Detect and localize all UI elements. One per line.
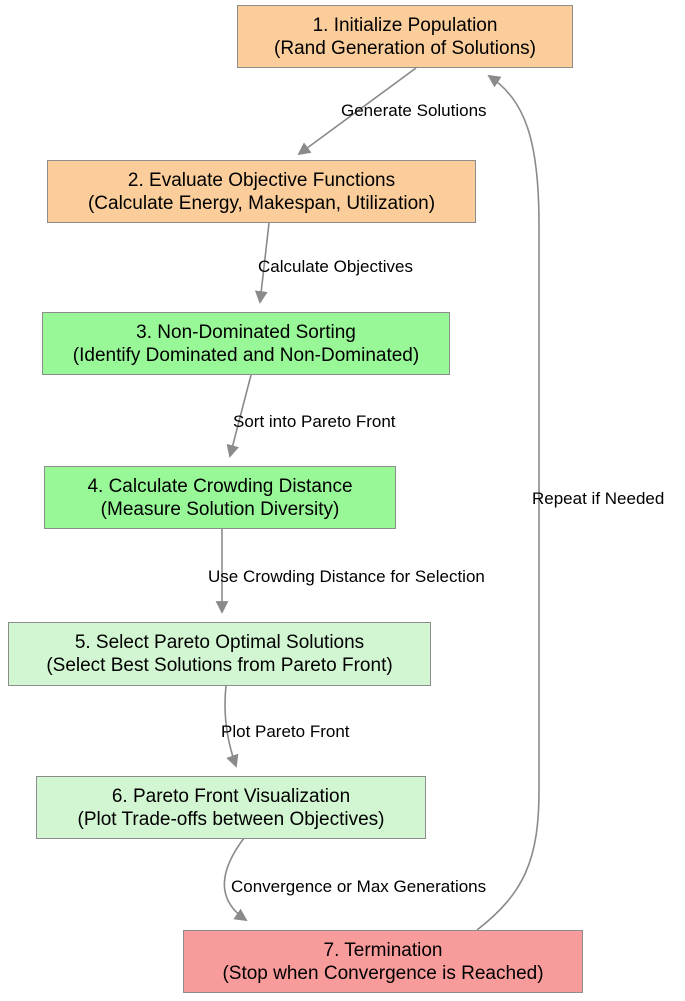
edge-label-sort-into-pareto-front: Sort into Pareto Front [233, 412, 396, 431]
edge-label-calculate-objectives: Calculate Objectives [258, 257, 413, 276]
node-subtitle: (Select Best Solutions from Pareto Front… [46, 655, 393, 676]
node-subtitle: (Rand Generation of Solutions) [274, 37, 536, 59]
node-title: 1. Initialize Population [312, 14, 498, 36]
node-title: 2. Evaluate Objective Functions [127, 169, 396, 191]
node-title: 3. Non-Dominated Sorting [136, 321, 356, 343]
node-subtitle: (Measure Solution Diversity) [100, 498, 340, 520]
arrow-repeat-if-needed [476, 74, 540, 931]
edge-label-repeat-if-needed: Repeat if Needed [532, 489, 665, 508]
node-termination: 7. Termination (Stop when Convergence is… [183, 930, 583, 993]
node-title: 6. Pareto Front Visualization [111, 785, 351, 807]
node-initialize-population: 1. Initialize Population (Rand Generatio… [237, 5, 573, 68]
node-title: 4. Calculate Crowding Distance [87, 475, 353, 497]
edge-label-plot-pareto-front: Plot Pareto Front [221, 722, 350, 741]
node-title: 7. Termination [323, 939, 443, 961]
edge-label-use-crowding-distance: Use Crowding Distance for Selection [208, 567, 485, 586]
node-evaluate-objective-functions: 2. Evaluate Objective Functions (Calcula… [47, 160, 476, 223]
node-calculate-crowding-distance: 4. Calculate Crowding Distance (Measure … [44, 466, 396, 529]
node-subtitle: (Stop when Convergence is Reached) [222, 962, 544, 984]
node-non-dominated-sorting: 3. Non-Dominated Sorting (Identify Domin… [42, 312, 450, 375]
node-subtitle: (Plot Trade-offs between Objectives) [77, 808, 385, 830]
node-subtitle: (Calculate Energy, Makespan, Utilization… [87, 192, 436, 214]
edge-label-convergence-or-max-generations: Convergence or Max Generations [231, 877, 487, 896]
node-subtitle: (Identify Dominated and Non-Dominated) [72, 344, 420, 366]
node-pareto-front-visualization: 6. Pareto Front Visualization (Plot Trad… [36, 776, 426, 839]
edge-label-generate-solutions: Generate Solutions [341, 101, 487, 120]
node-title: 5. Select Pareto Optimal Solutions [74, 632, 365, 653]
node-select-pareto-optimal-solutions: 5. Select Pareto Optimal Solutions (Sele… [8, 622, 431, 686]
